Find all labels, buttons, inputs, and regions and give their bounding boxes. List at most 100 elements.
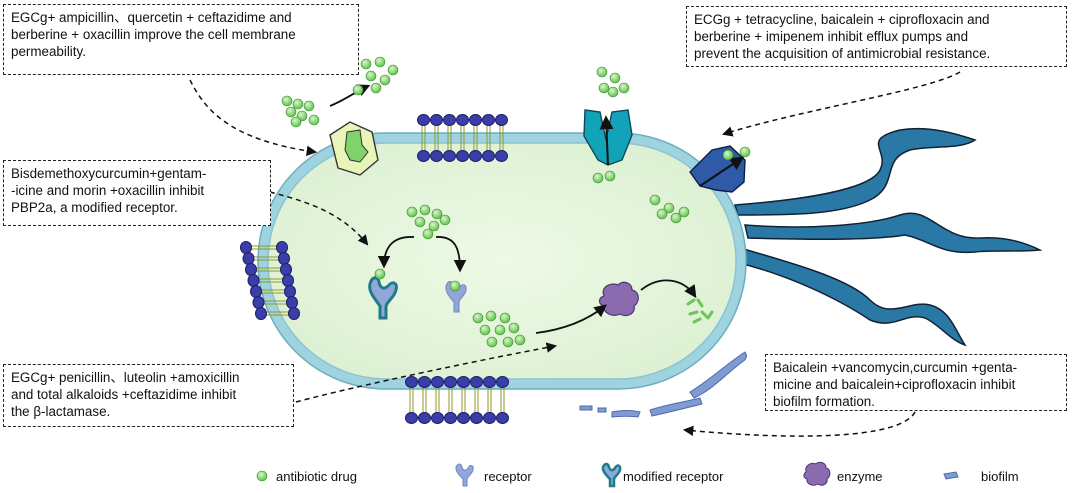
antibiotic-drug-dot xyxy=(663,202,675,214)
antibiotic-drug-dot xyxy=(449,280,461,292)
lipid-head xyxy=(284,285,296,298)
legend-receptor-label: receptor xyxy=(484,469,532,484)
antibiotic-drug-dot xyxy=(502,336,514,348)
callout-lactamase-line-3: the β-lactamase. xyxy=(11,404,111,419)
antibiotic-drug-dot xyxy=(514,334,526,346)
lipid-head xyxy=(280,263,292,276)
flagellum-1 xyxy=(734,127,977,216)
lipid-head xyxy=(444,412,457,424)
callout-pbp2a-line-2: -icine and morin +oxacillin inhibit xyxy=(11,183,205,198)
legend-modified-receptor-icon xyxy=(601,462,622,488)
lipid-head xyxy=(242,252,255,265)
antibiotic-drug-dot xyxy=(439,214,451,226)
efflux-pump-top xyxy=(583,109,633,166)
antibiotic-drug-dot xyxy=(292,98,304,110)
lipid-bilayer-left xyxy=(240,241,300,320)
antibiotic-drug-dot xyxy=(592,172,604,184)
antibiotic-drug-dot xyxy=(290,116,302,128)
legend-modified-receptor-label: modified receptor xyxy=(623,469,724,484)
callout-efflux-pumps: ECGg + tetracycline, baicalein + ciprofl… xyxy=(686,6,1067,67)
callout-biofilm-line-1: Baicalein +vancomycin,curcumin +genta- xyxy=(773,360,1018,375)
legend-receptor-icon xyxy=(455,463,474,487)
degraded-fragments xyxy=(686,298,714,324)
lipid-head xyxy=(286,296,298,309)
biofilm-fragments xyxy=(579,351,747,418)
antibiotic-drug-dot xyxy=(479,324,491,336)
lipid-head xyxy=(496,376,509,388)
lipid-head xyxy=(456,114,469,126)
lipid-head xyxy=(457,412,470,424)
lipid-head xyxy=(456,150,469,162)
antibiotic-drug-dot xyxy=(352,84,364,96)
lipid-head xyxy=(469,150,482,162)
legend-biofilm-icon xyxy=(943,471,959,480)
antibiotic-drug-dot xyxy=(422,228,434,240)
lipid-head xyxy=(496,412,509,424)
callout-beta-lactamase: EGCg+ penicillin、luteolin +amoxicillin a… xyxy=(3,364,294,427)
antibiotic-drug-dot xyxy=(387,64,399,76)
lipid-head xyxy=(469,114,482,126)
flagellum-2 xyxy=(744,212,1043,254)
flagellum-3 xyxy=(734,247,967,347)
lipid-head xyxy=(252,296,265,309)
callout-biofilm-line-3: biofilm formation. xyxy=(773,394,875,409)
antibiotic-drug-dot xyxy=(485,310,497,322)
callout-membrane-line-1: EGCg+ ampicillin、quercetin + ceftazidime… xyxy=(11,10,292,25)
antibiotic-drug-dot xyxy=(414,216,426,228)
callout-biofilm: Baicalein +vancomycin,curcumin +genta- m… xyxy=(765,354,1067,411)
antibiotic-drug-dot xyxy=(486,336,498,348)
callout-pbp2a-line-3: PBP2a, a modified receptor. xyxy=(11,200,178,215)
lipid-head xyxy=(470,412,483,424)
legend-enzyme-label: enzyme xyxy=(837,469,883,484)
antibiotic-drug-dot xyxy=(285,106,297,118)
cell-cytoplasm xyxy=(267,142,737,380)
antibiotic-drug-dot xyxy=(308,114,320,126)
antibiotic-drug-dot xyxy=(472,312,484,324)
modified-receptor-shape xyxy=(368,276,398,320)
lipid-bilayer-top xyxy=(417,114,508,162)
legend-drug-label: antibiotic drug xyxy=(276,469,357,484)
lipid-head xyxy=(282,274,294,287)
lipid-head xyxy=(443,114,456,126)
legend-enzyme-icon xyxy=(803,461,831,486)
antibiotic-drug-dot xyxy=(428,220,440,232)
lipid-head xyxy=(495,150,508,162)
lipid-head xyxy=(247,274,260,287)
antibiotic-drug-dot xyxy=(406,206,418,218)
antibiotic-drug-dot xyxy=(370,82,382,94)
callout-biofilm-line-2: micine and baicalein+ciprofloxacin inhib… xyxy=(773,377,1016,392)
lipid-head xyxy=(483,376,496,388)
lipid-head xyxy=(250,285,262,298)
antibiotic-drug-dot xyxy=(360,58,372,70)
lipid-bilayer-bottom xyxy=(405,376,509,424)
callout-efflux-line-1: ECGg + tetracycline, baicalein + ciprofl… xyxy=(694,12,990,27)
lipid-head xyxy=(417,114,430,126)
antibiotic-drug-dot xyxy=(374,268,386,280)
lipid-head xyxy=(405,376,418,388)
antibiotic-drug-dot xyxy=(739,146,751,158)
lipid-head xyxy=(417,150,430,162)
antibiotic-drug-dot xyxy=(508,322,520,334)
antibiotic-drug-dot xyxy=(303,100,315,112)
callout-pbp2a-line-1: Bisdemethoxycurcumin+gentam- xyxy=(11,166,207,181)
lipid-head xyxy=(276,241,288,254)
antibiotic-drug-dot xyxy=(419,204,431,216)
lipid-head xyxy=(443,150,456,162)
antibiotic-drug-dot xyxy=(649,194,661,206)
antibiotic-drug-dot xyxy=(656,208,668,220)
antibiotic-drug-dot xyxy=(499,312,511,324)
lipid-head xyxy=(444,376,457,388)
lipid-head xyxy=(431,376,444,388)
flagella xyxy=(734,127,1043,347)
lipid-head xyxy=(430,114,443,126)
antibiotic-drug-dot xyxy=(618,82,630,94)
antibiotic-drug-dot xyxy=(607,86,619,98)
lipid-head xyxy=(418,412,431,424)
antibiotic-drug-dot xyxy=(604,170,616,182)
lipid-head xyxy=(482,150,495,162)
lipid-head xyxy=(255,307,267,320)
antibiotic-drug-dot xyxy=(379,74,391,86)
antibiotic-drug-dots xyxy=(281,56,751,348)
callout-pbp2a: Bisdemethoxycurcumin+gentam- -icine and … xyxy=(3,160,271,226)
